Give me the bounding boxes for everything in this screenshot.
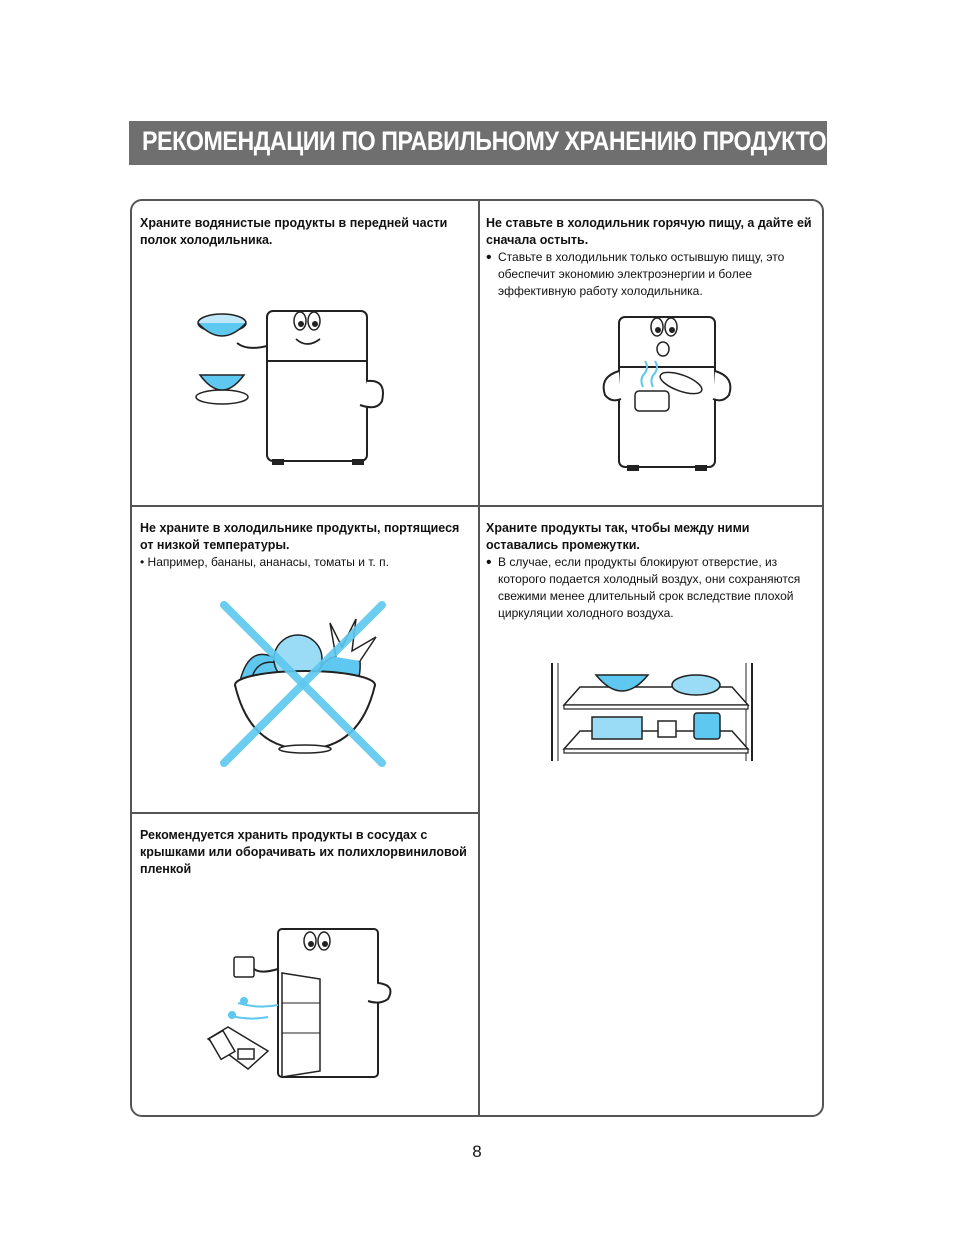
open-fridge-with-containers-illustration <box>206 928 392 1078</box>
column-divider <box>478 201 480 1115</box>
page-title-bar: РЕКОМЕНДАЦИИ ПО ПРАВИЛЬНОМУ ХРАНЕНИЮ ПРО… <box>129 121 843 165</box>
tip-bullet-text: • Например, бананы, ананасы, томаты и т.… <box>140 555 389 569</box>
tip-watery-products: Храните водянистые продукты в передней ч… <box>140 215 470 249</box>
tip-cold-sensitive: Не храните в холодильнике продукты, порт… <box>140 520 470 571</box>
tip-bullet-text: В случае, если продукты блокируют отверс… <box>498 555 801 620</box>
fridge-with-hot-pot-illustration <box>602 316 732 471</box>
tip-hot-food: Не ставьте в холодильник горячую пищу, а… <box>486 215 816 300</box>
tip-wrap: Рекомендуется хранить продукты в сосудах… <box>140 827 470 878</box>
tip-heading: Храните водянистые продукты в передней ч… <box>140 216 448 247</box>
tip-heading: Не храните в холодильнике продукты, порт… <box>140 521 460 552</box>
page-title: РЕКОМЕНДАЦИИ ПО ПРАВИЛЬНОМУ ХРАНЕНИЮ ПРО… <box>142 126 843 156</box>
tip-heading: Рекомендуется хранить продукты в сосудах… <box>140 828 467 876</box>
page-number: 8 <box>472 1142 482 1161</box>
tip-heading: Не ставьте в холодильник горячую пищу, а… <box>486 216 812 247</box>
tip-bullet-text: Ставьте в холодильник только остывшую пи… <box>498 250 785 298</box>
fridge-shelves-illustration <box>551 663 753 761</box>
row-divider-1 <box>132 505 822 507</box>
tip-bullet: • Ставьте в холодильник только остывшую … <box>486 249 816 300</box>
tip-bullet: • В случае, если продукты блокируют отве… <box>486 554 816 622</box>
row-divider-2 <box>132 812 479 814</box>
content-frame: Храните водянистые продукты в передней ч… <box>130 199 824 1117</box>
fruit-bowl-crossed-illustration <box>220 601 386 767</box>
fridge-with-bowls-illustration <box>195 310 384 465</box>
tip-spacing: Храните продукты так, чтобы между ними о… <box>486 520 816 622</box>
tip-heading: Храните продукты так, чтобы между ними о… <box>486 521 750 552</box>
